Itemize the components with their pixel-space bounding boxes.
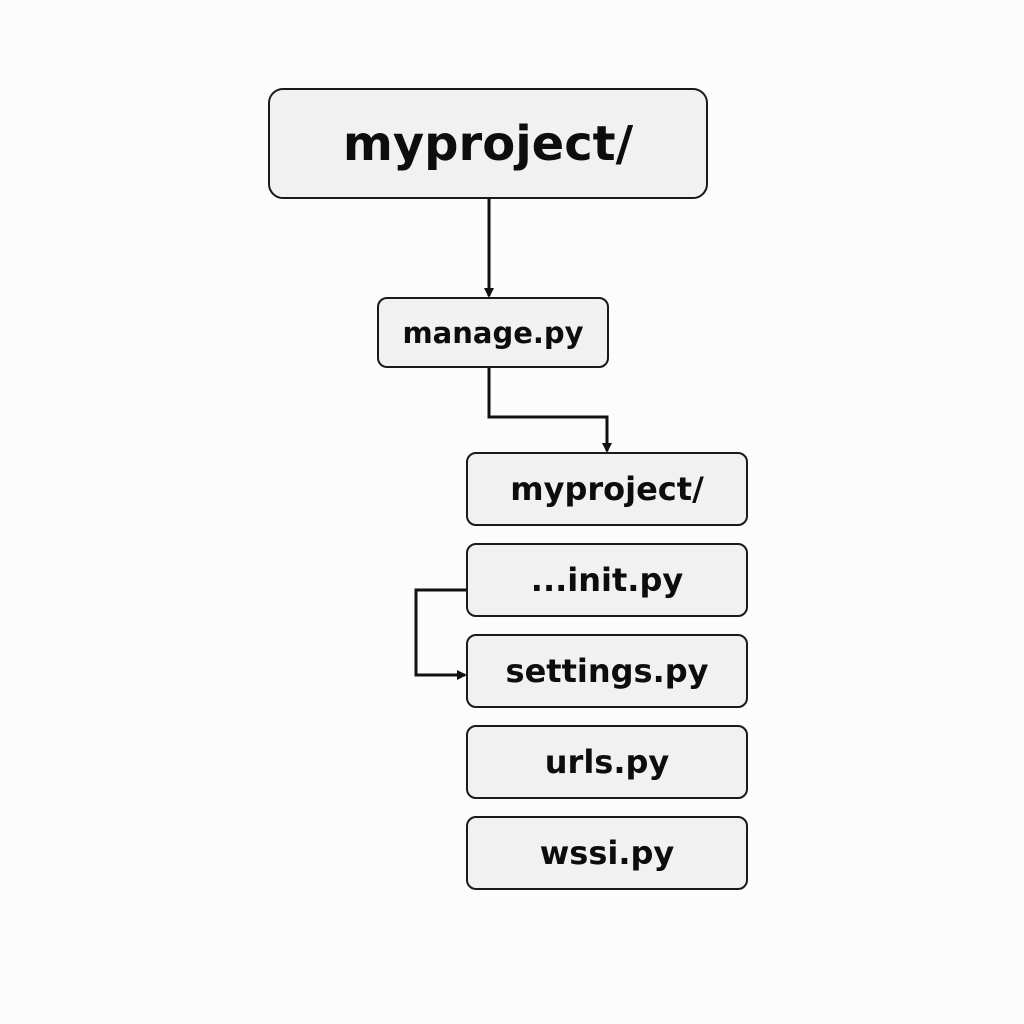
node-myproject-root: myproject/ [268,88,708,199]
node-label: ...init.py [530,561,684,599]
node-label: urls.py [544,743,670,781]
node-label: manage.py [402,315,584,350]
connector-manage-to-package [487,368,612,453]
node-label: wssi.py [539,834,675,872]
node-label: settings.py [505,652,709,690]
node-manage-py: manage.py [377,297,609,368]
connector-init-to-settings [414,588,467,680]
node-urls-py: urls.py [466,725,748,799]
node-label: myproject/ [510,470,704,508]
node-label: myproject/ [342,115,634,172]
node-settings-py: settings.py [466,634,748,708]
node-myproject-package: myproject/ [466,452,748,526]
node-wsgi-py: wssi.py [466,816,748,890]
node-init-py: ...init.py [466,543,748,617]
